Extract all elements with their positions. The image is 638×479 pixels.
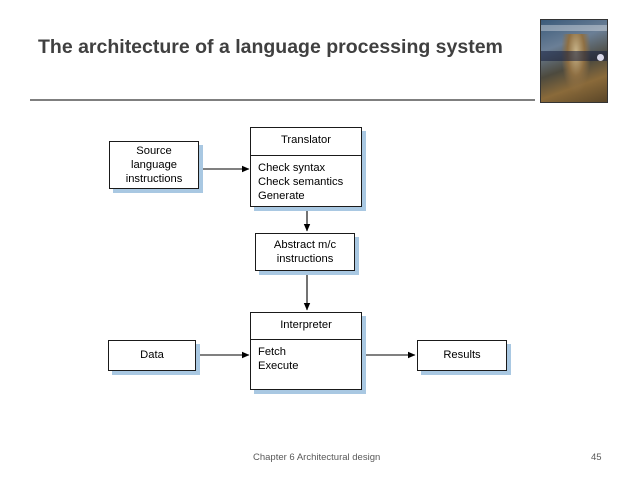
abstract-mc-line-1: Abstract m/c bbox=[273, 239, 337, 251]
source-box-line-1: Source bbox=[136, 145, 172, 157]
book-cover-title-band bbox=[541, 51, 607, 61]
source-box-line-2: language bbox=[130, 159, 178, 171]
slide-footer: Chapter 6 Architectural design bbox=[253, 452, 381, 463]
interpreter-divider bbox=[251, 339, 361, 340]
translator-step-2: Check semantics bbox=[258, 176, 344, 188]
book-cover-author-band bbox=[541, 25, 607, 31]
translator-box: Translator Check syntax Check semantics … bbox=[250, 127, 362, 207]
slide-title: The architecture of a language processin… bbox=[38, 36, 503, 58]
book-cover-figure bbox=[561, 34, 591, 94]
abstract-mc-line-2: instructions bbox=[276, 253, 334, 265]
results-box: Results bbox=[417, 340, 507, 371]
source-box-line-3: instructions bbox=[125, 173, 183, 185]
slide-number: 45 bbox=[591, 452, 602, 463]
data-label: Data bbox=[140, 349, 164, 361]
title-divider bbox=[30, 99, 535, 101]
interpreter-step-2: Execute bbox=[258, 360, 299, 372]
translator-step-3: Generate bbox=[258, 190, 305, 202]
abstract-mc-box: Abstract m/c instructions bbox=[255, 233, 355, 271]
translator-title: Translator bbox=[281, 134, 331, 146]
results-label: Results bbox=[443, 349, 481, 361]
interpreter-box: Interpreter Fetch Execute bbox=[250, 312, 362, 390]
interpreter-step-1: Fetch bbox=[258, 346, 286, 358]
translator-step-1: Check syntax bbox=[258, 162, 326, 174]
book-cover-edition-badge bbox=[597, 54, 604, 61]
source-box: Source language instructions bbox=[109, 141, 199, 189]
book-cover-image bbox=[540, 19, 608, 103]
translator-divider bbox=[251, 155, 361, 156]
data-box: Data bbox=[108, 340, 196, 371]
interpreter-title: Interpreter bbox=[280, 319, 332, 331]
